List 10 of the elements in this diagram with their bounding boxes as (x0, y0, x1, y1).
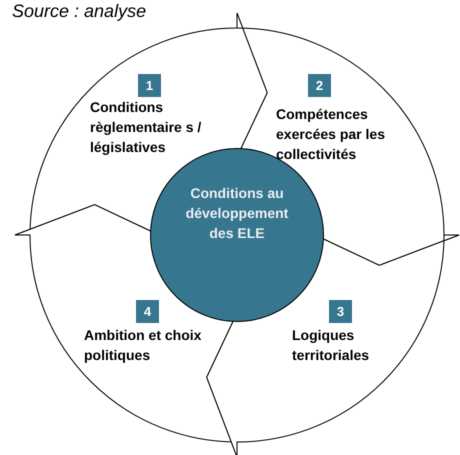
segment-title: Compétences exercées par les collectivités (276, 105, 386, 164)
number-badge: 2 (308, 74, 331, 97)
segment-title: Logiques territoriales (292, 326, 370, 365)
center-title: Conditions au développement des ELE (184, 184, 290, 243)
segment-title: Conditions règlementaire s / législatives (90, 98, 202, 157)
number-badge: 3 (329, 300, 352, 323)
source-note: Source : analyse (12, 0, 146, 22)
number-badge: 4 (136, 300, 159, 323)
number-badge: 1 (138, 74, 161, 97)
segment-title: Ambition et choix politiques (84, 326, 202, 365)
